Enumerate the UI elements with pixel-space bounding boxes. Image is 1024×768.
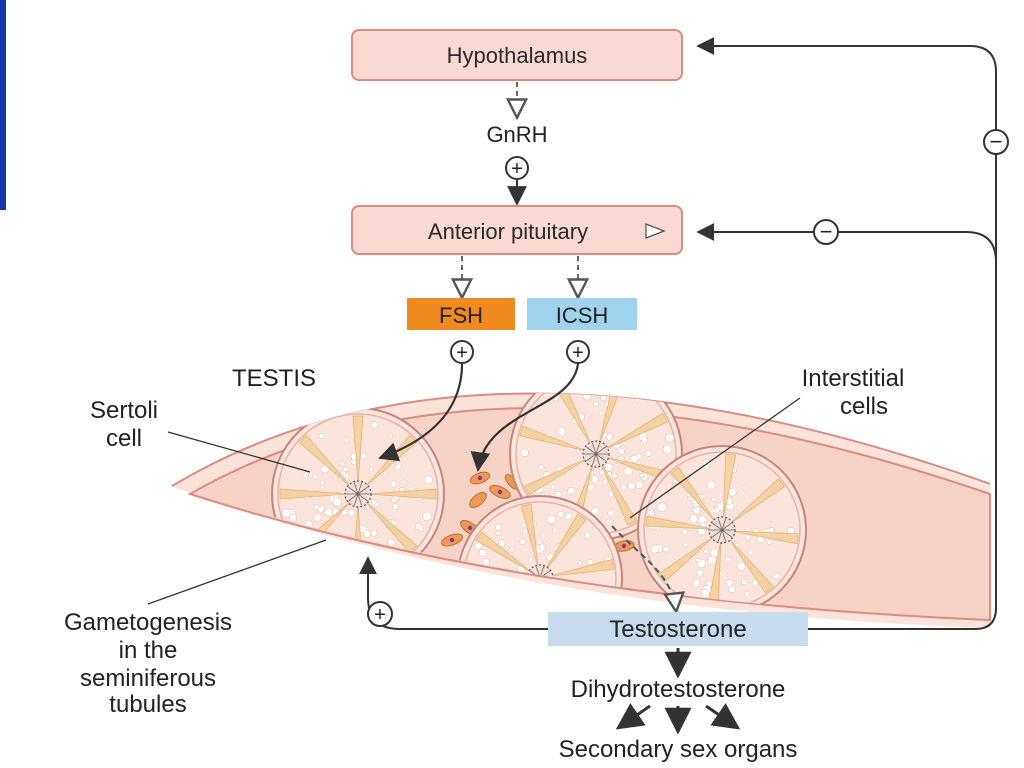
pituitary-small-arrowhead (645, 223, 666, 239)
fsh-plus-circle (450, 340, 474, 364)
hypothalamus-box (351, 29, 683, 81)
icsh-plus-circle (566, 340, 590, 364)
dht-label: Dihydrotestosterone (571, 676, 786, 703)
anterior-pituitary-box (351, 205, 683, 255)
testosterone-label: Testosterone (609, 616, 746, 643)
secondary-sex-organs-label: Secondary sex organs (559, 736, 798, 763)
interstitial-label-line1: Interstitial (802, 365, 905, 392)
hypothalamus-label: Hypothalamus (447, 43, 588, 68)
fsh-to-sertoli-arrow (378, 363, 464, 462)
sertoli-pointer (167, 431, 311, 473)
gametogenesis-label-line2: in the (119, 637, 178, 664)
dht-to-organs-arrow-left (615, 703, 651, 730)
gametogenesis-label-line1: Gametogenesis (64, 609, 232, 636)
testosterone-negative-feedback-loop (696, 37, 997, 630)
fsh-label: FSH (439, 303, 483, 328)
gametogenesis-pointer (147, 539, 327, 605)
icsh-plus-sign: + (572, 342, 584, 364)
tubule-cross-section (637, 445, 807, 615)
gnrh-plus-circle (505, 156, 529, 180)
interstitial-to-testosterone-arrow (611, 525, 676, 610)
gametogenesis-label-line4: tubules (109, 691, 186, 718)
tubule-feedback-plus-circle (367, 601, 393, 627)
testosterone-box (548, 612, 808, 646)
pituitary-minus-sign: − (820, 219, 833, 244)
gnrh-plus-sign: + (511, 158, 523, 180)
pituitary-minus-circle (813, 219, 839, 245)
testis-capsule-line (171, 392, 991, 487)
gametogenesis-label-line3: seminiferous (80, 665, 216, 692)
hypothalamus-minus-circle (983, 129, 1009, 155)
dht-to-organs-arrow-right (705, 703, 741, 730)
testis-label: TESTIS (232, 365, 316, 392)
tubule-feedback-plus-sign: + (374, 604, 386, 626)
slide-edge-bar (0, 0, 6, 210)
icsh-label: ICSH (556, 303, 609, 328)
interstitial-label-line2: cells (840, 393, 888, 420)
hypothalamus-minus-sign: − (990, 129, 1003, 154)
fsh-plus-sign: + (456, 342, 468, 364)
sertoli-label-line1: Sertoli (90, 397, 158, 424)
icsh-to-interstitial-arrow (470, 363, 580, 472)
gnrh-label: GnRH (486, 122, 547, 147)
pituitary-negative-feedback-branch (696, 223, 997, 263)
fsh-box (407, 298, 515, 330)
sertoli-label-line2: cell (106, 425, 142, 452)
anterior-pituitary-label: Anterior pituitary (428, 219, 588, 244)
icsh-box (527, 298, 637, 330)
interstitial-pointer (629, 397, 801, 519)
